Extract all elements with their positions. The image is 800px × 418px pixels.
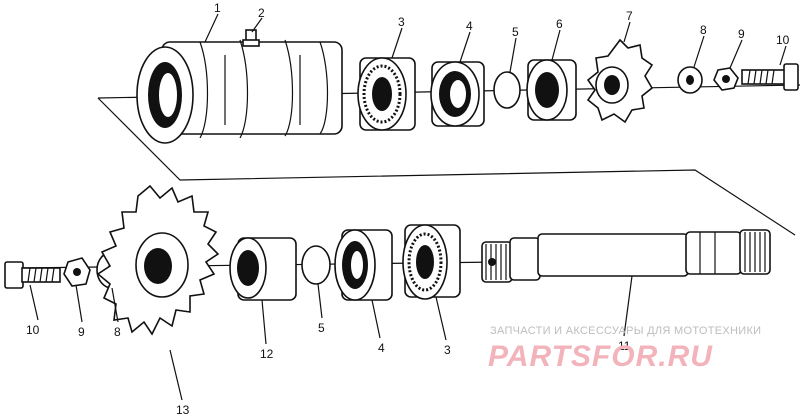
- part-13-large-sprocket: [96, 184, 220, 336]
- part-4-seal-bottom: [334, 229, 393, 301]
- part-9-lock-washer-bottom: [63, 257, 91, 287]
- callout-3-bottom: 3: [444, 343, 451, 357]
- part-2-grease-fitting: [242, 29, 260, 47]
- part-5-ring-bottom: [301, 245, 331, 285]
- callout-10-bottom: 10: [26, 323, 40, 337]
- callout-8: 8: [700, 23, 707, 37]
- callout-5: 5: [512, 25, 519, 39]
- callout-7: 7: [626, 9, 633, 23]
- part-1-housing: [136, 39, 343, 144]
- callout-9-bottom: 9: [78, 325, 85, 339]
- part-5-ring-top: [493, 71, 521, 109]
- part-4-seal-top: [430, 61, 485, 127]
- callout-13: 13: [176, 403, 190, 417]
- part-6-spacer: [526, 59, 577, 121]
- callout-10: 10: [776, 33, 790, 47]
- part-10-bolt-bottom: [4, 261, 61, 289]
- part-3-bearing-top: [357, 57, 416, 131]
- watermark-tagline: ЗАПЧАСТИ И АКСЕССУАРЫ ДЛЯ МОТОТЕХНИКИ: [490, 325, 761, 337]
- callout-1: 1: [214, 1, 221, 15]
- part-12-spacer: [229, 237, 297, 301]
- callout-11: 11: [618, 339, 631, 353]
- callout-9: 9: [738, 27, 745, 41]
- part-10-bolt-top: [741, 63, 799, 91]
- part-7-small-sprocket: [586, 38, 654, 124]
- callout-4-bottom: 4: [378, 341, 385, 355]
- watermark-logo: PARTSFOR.RU: [488, 340, 713, 373]
- callout-5-bottom: 5: [318, 321, 325, 335]
- callout-3: 3: [398, 15, 405, 29]
- part-8-washer-top: [677, 66, 703, 94]
- part-11-shaft: [481, 229, 771, 283]
- callout-2: 2: [258, 6, 265, 20]
- part-3-bearing-bottom: [402, 224, 461, 300]
- callout-8-bottom: 8: [114, 325, 121, 339]
- callout-12: 12: [260, 347, 274, 361]
- leader-lines: [29, 13, 787, 401]
- callout-4: 4: [466, 19, 473, 33]
- callout-6: 6: [556, 17, 563, 31]
